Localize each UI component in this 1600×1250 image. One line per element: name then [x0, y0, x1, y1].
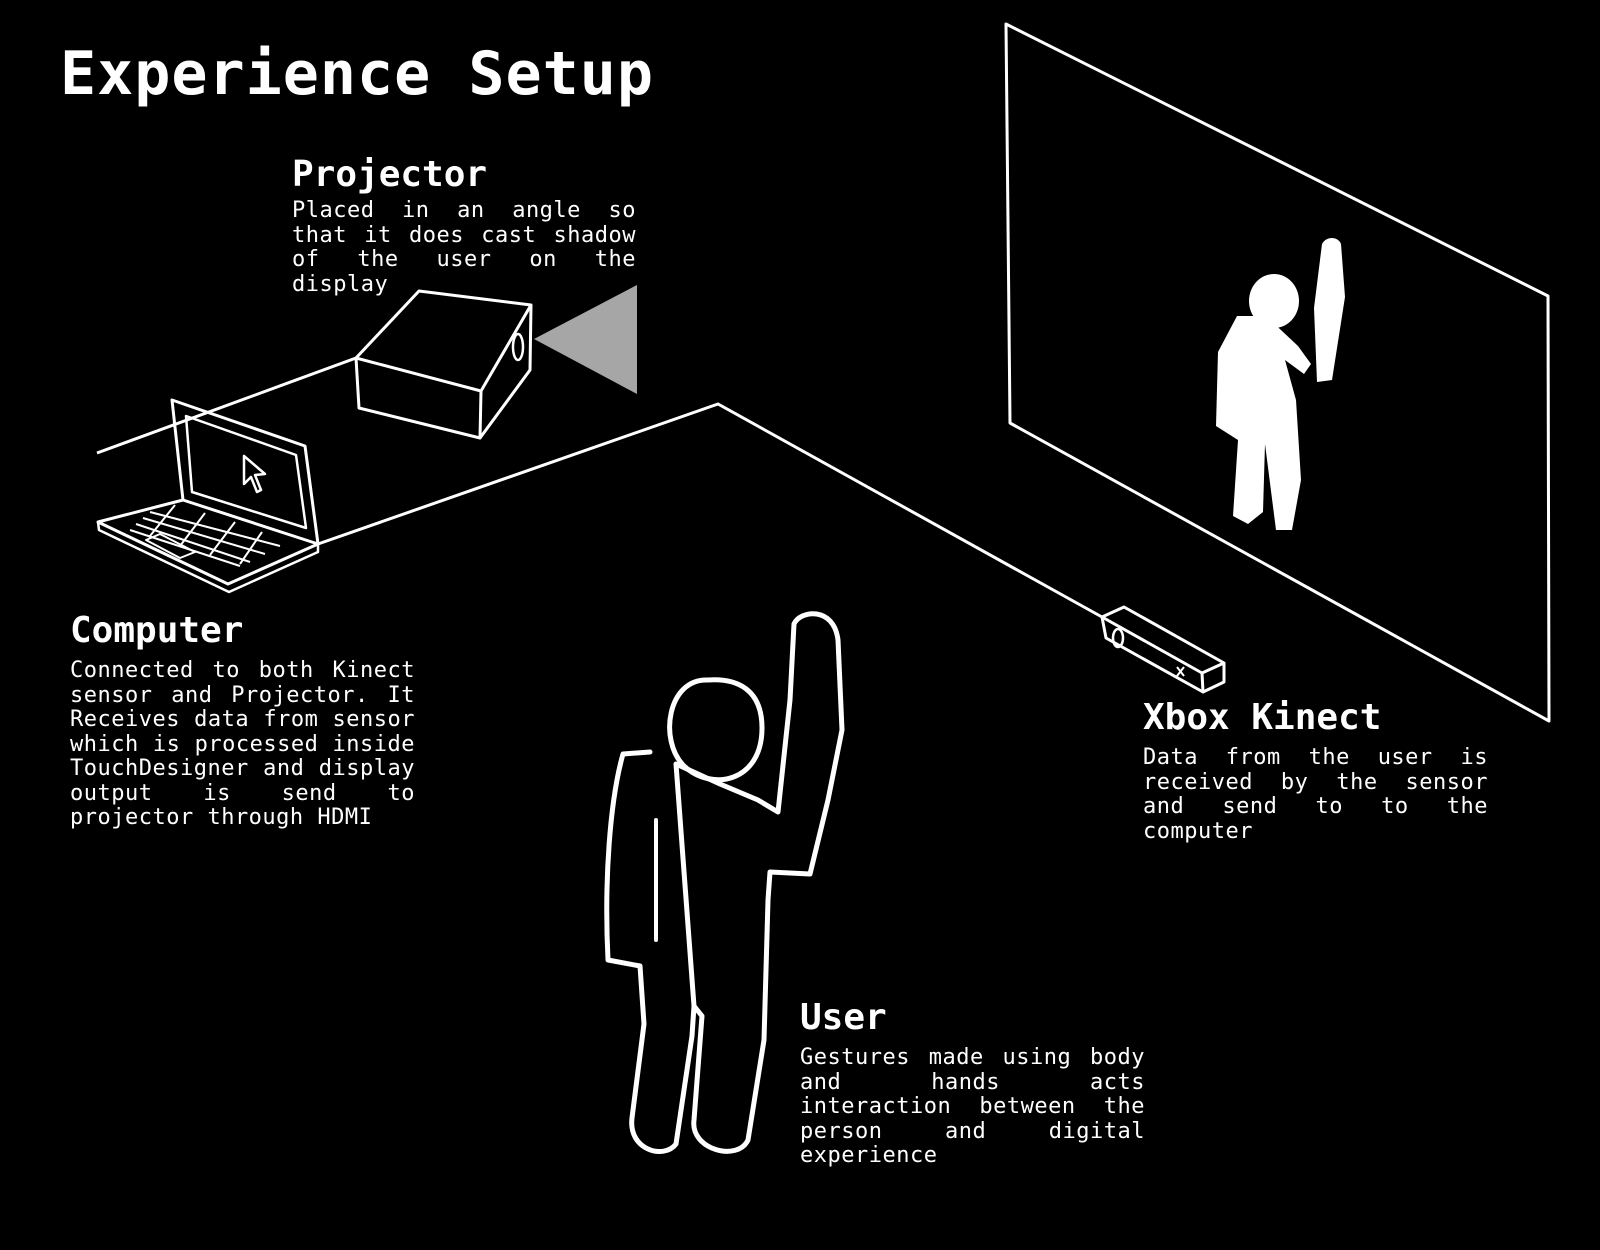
computer-heading: Computer — [70, 610, 244, 651]
kinect-label-block: Xbox Kinect Data from the user is receiv… — [1143, 697, 1488, 844]
user-label-block: User Gestures made using body and hands … — [800, 997, 1145, 1169]
display-screen-icon — [1004, 22, 1551, 723]
computer-label-block: Computer Connected to both Kinect sensor… — [70, 610, 415, 831]
laptop-icon — [96, 398, 320, 594]
kinect-description: Data from the user is received by the se… — [1143, 745, 1488, 844]
projector-heading: Projector — [292, 154, 488, 195]
computer-projector-cable — [96, 356, 357, 455]
kinect-heading: Xbox Kinect — [1143, 697, 1382, 738]
page-title: Experience Setup — [60, 39, 654, 109]
user-description: Gestures made using body and hands acts … — [800, 1045, 1145, 1169]
user-figure-icon — [604, 611, 845, 1154]
computer-description: Connected to both Kinect sensor and Proj… — [70, 658, 415, 831]
computer-kinect-cable — [317, 402, 1103, 619]
projector-label-block: Projector Placed in an angle so that it … — [292, 154, 636, 297]
kinect-sensor-icon — [1100, 605, 1226, 694]
projector-description: Placed in an angle so that it does cast … — [292, 198, 636, 297]
user-heading: User — [800, 997, 887, 1038]
cursor-icon — [242, 454, 267, 494]
projector-icon — [354, 285, 637, 440]
user-shadow-icon — [1216, 238, 1345, 530]
